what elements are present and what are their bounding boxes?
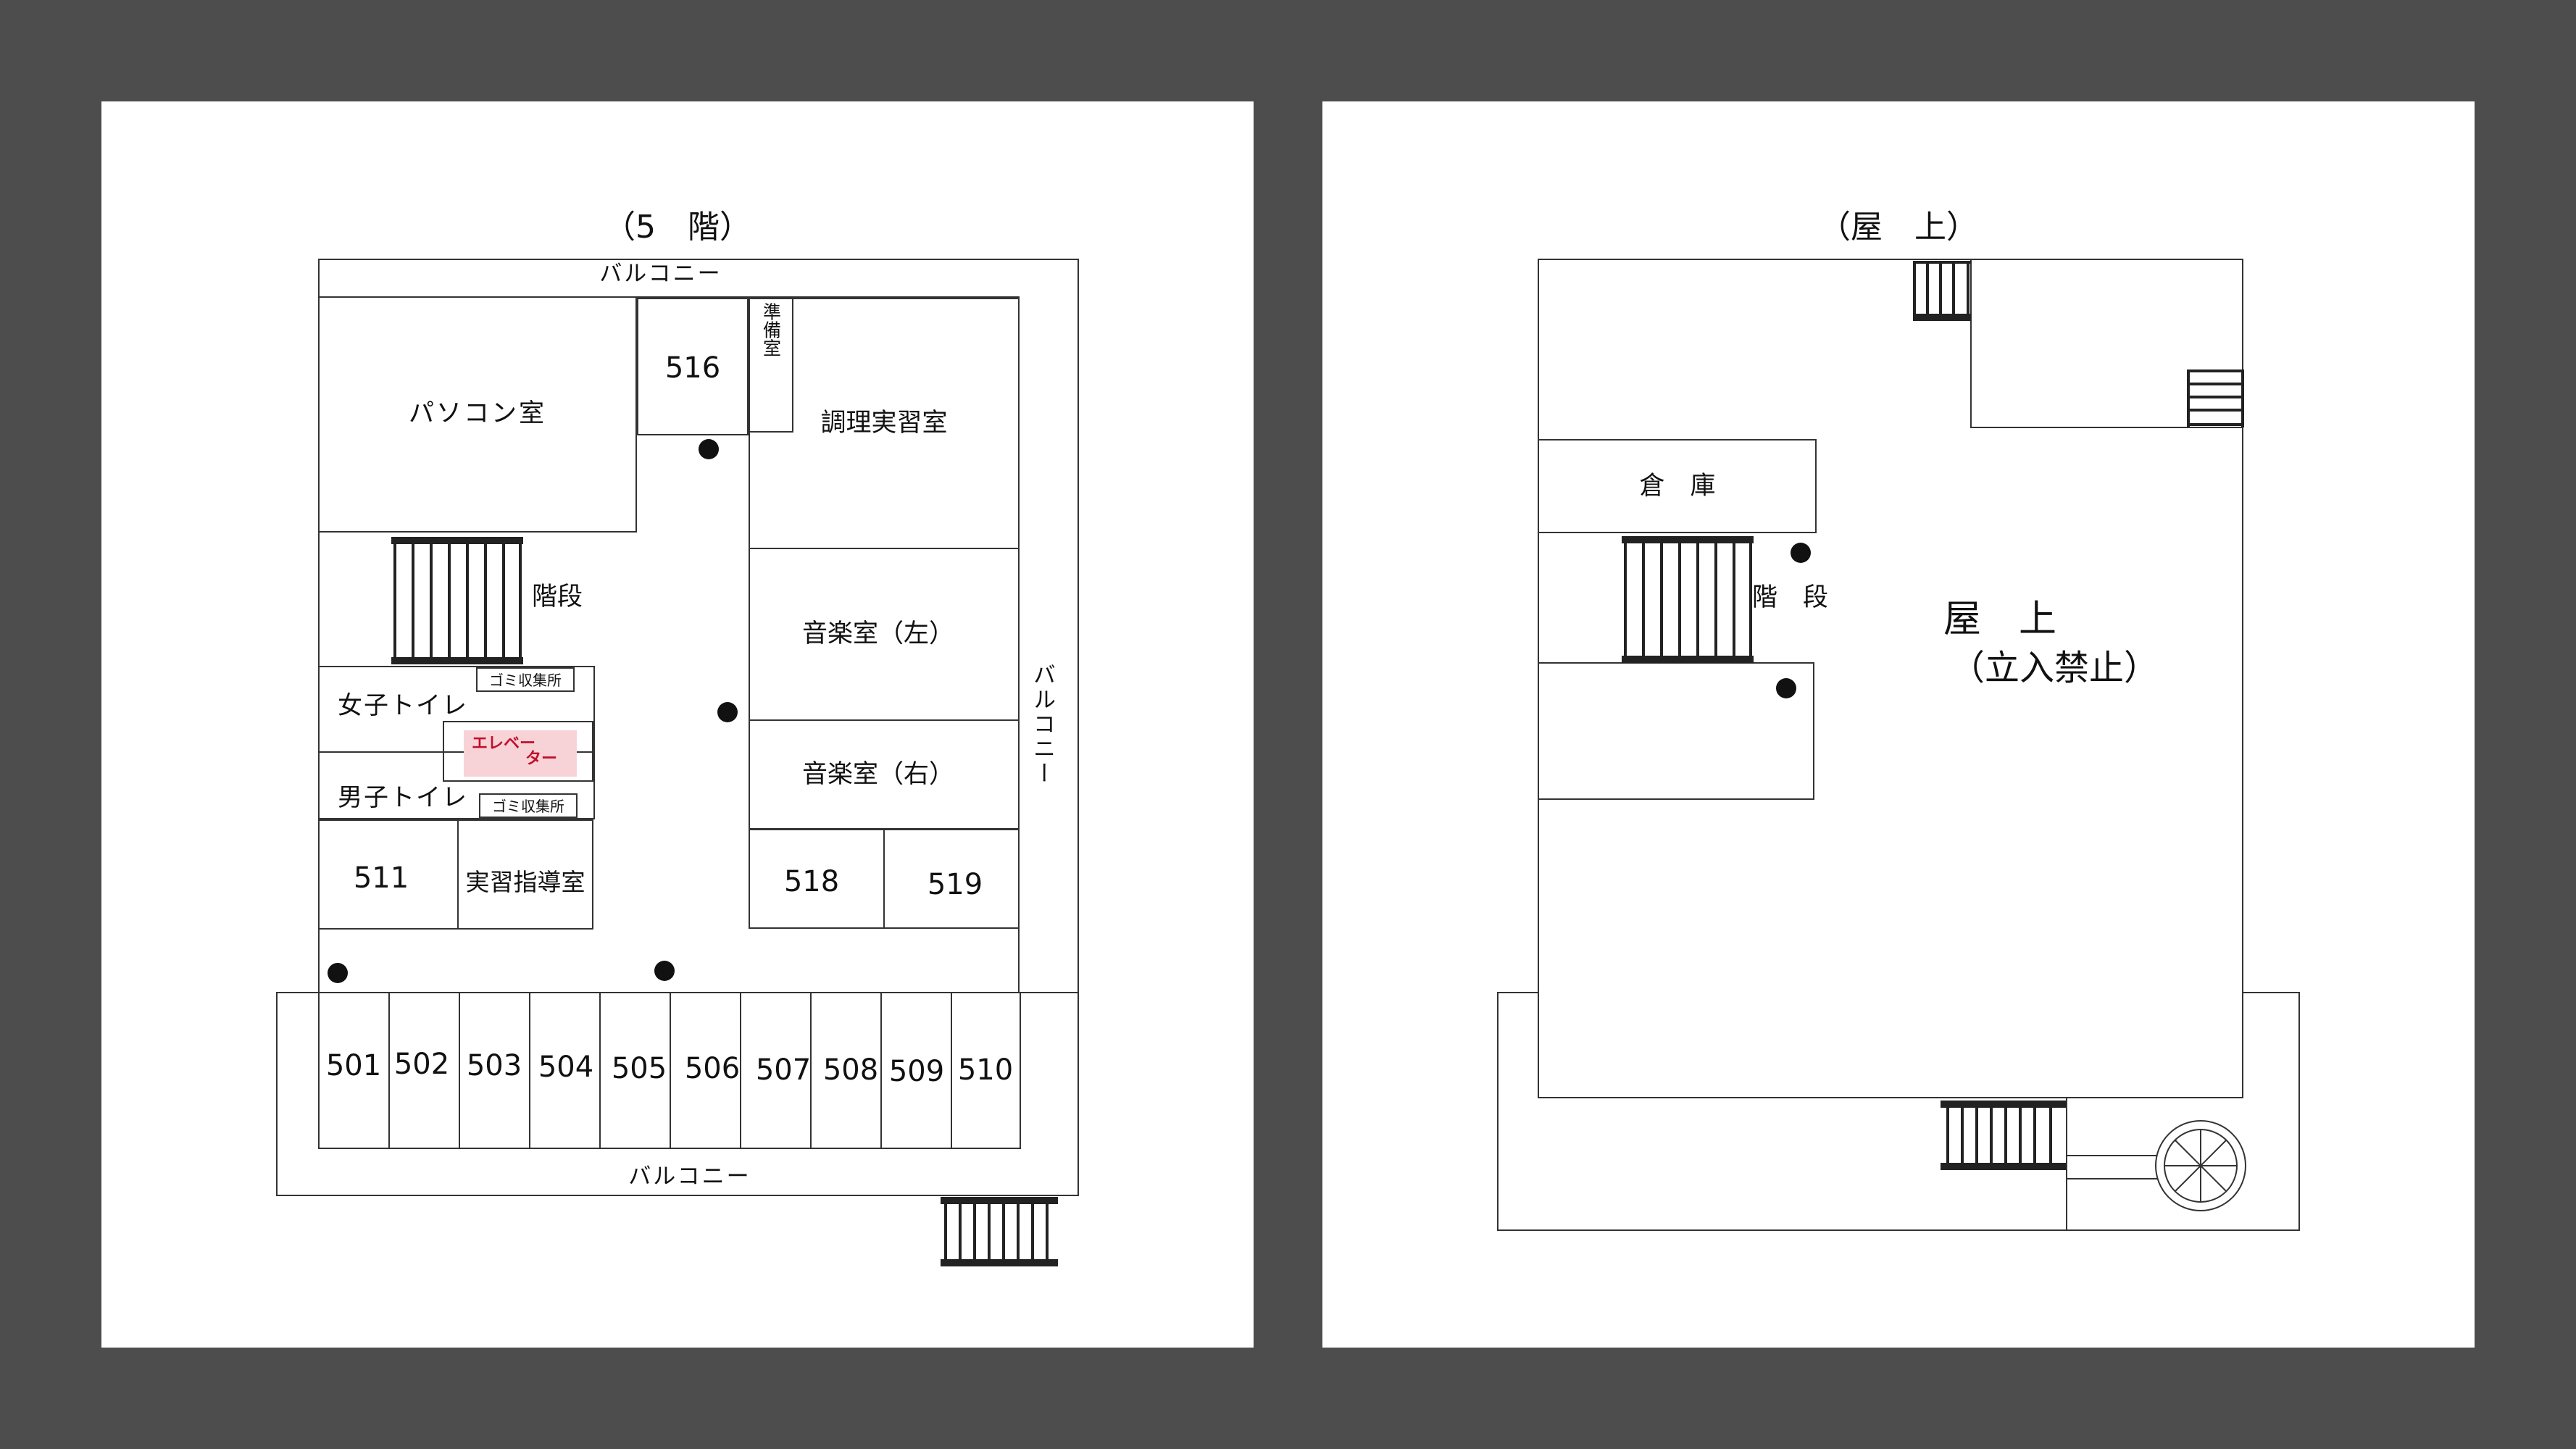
pillar (699, 439, 719, 459)
storage-room (1538, 439, 1817, 533)
no-entry-label: （立入禁止） (1950, 648, 2159, 688)
classroom-label: 510 (958, 1053, 1013, 1087)
mens-toilet (318, 751, 595, 819)
stairs-5f-label: 階段 (532, 582, 583, 611)
classroom-label: 501 (326, 1049, 381, 1082)
floor5-plan: （5 階） バルコニー バルコニー バルコニー パソコン室 516 準備室 調理… (276, 209, 1079, 1266)
rooftop-main (1538, 259, 2243, 1098)
music-room-left-label: 音楽室（左） (802, 619, 954, 648)
mens-toilet-label: 男子トイレ (338, 783, 468, 812)
stairs-rooftop-label: 階 段 (1752, 583, 1828, 612)
rooftop-title: （屋 上） (1819, 209, 1978, 246)
room-516-label: 516 (665, 351, 720, 385)
pillar (1776, 678, 1796, 698)
rooftop-label: 屋 上 (1943, 598, 2056, 641)
exterior-stairs-5f (941, 1197, 1058, 1266)
pc-room (318, 296, 637, 533)
classroom-label: 502 (394, 1048, 449, 1081)
balcony-bottom-label: バルコニー (628, 1164, 751, 1190)
garbage-area-1 (476, 667, 575, 692)
pillar (654, 961, 675, 981)
music-room-right-label: 音楽室（右） (802, 760, 954, 789)
storage-label: 倉 庫 (1639, 472, 1715, 501)
room-519 (883, 829, 1020, 929)
stairs-rooftop (1622, 536, 1754, 663)
classroom-label: 503 (467, 1049, 522, 1082)
classroom-label: 505 (612, 1052, 667, 1085)
practice-guidance-room (457, 819, 593, 930)
elevator-shaft (443, 721, 593, 782)
balcony-top-label: バルコニー (599, 261, 722, 287)
classroom-label: 507 (756, 1053, 811, 1087)
floor5-title: （5 階） (604, 209, 751, 246)
room-516 (637, 298, 749, 435)
classroom-label: 509 (889, 1055, 944, 1088)
garbage-area-1-label: ゴミ収集所 (489, 672, 562, 689)
pillar (717, 702, 738, 722)
prep-room-label: 準備室 (761, 303, 782, 357)
room-518-label: 518 (784, 865, 839, 898)
stairs-5f (391, 537, 523, 664)
rooftop-upper-block (1970, 259, 2243, 428)
elevator (464, 730, 577, 777)
pillar (328, 963, 348, 983)
cooking-room-label: 調理実習室 (820, 409, 947, 438)
womens-toilet-label: 女子トイレ (338, 691, 468, 720)
elevator-label-1: エレベー (472, 735, 535, 753)
spiral-stair-icon (2155, 1120, 2246, 1211)
balcony-right-label: バルコニー (1029, 663, 1055, 786)
practice-guidance-label: 実習指導室 (466, 868, 585, 896)
pillar (1791, 543, 1811, 563)
room-519-label: 519 (928, 868, 983, 901)
rooftop-plan: （屋 上） 倉 庫 階 段 屋 上 （立入禁止） (1497, 209, 2300, 1231)
classroom-row (318, 992, 1021, 1149)
elevator-label-2: ター (525, 750, 557, 768)
classroom-label: 504 (538, 1051, 593, 1084)
pc-room-label: パソコン室 (409, 399, 546, 428)
classroom-label: 506 (685, 1052, 740, 1085)
garbage-area-2-label: ゴミ収集所 (492, 798, 564, 815)
classroom-label: 508 (823, 1053, 878, 1087)
stairs-rooftop-bottom (1941, 1101, 2067, 1170)
stairs-top-small (1913, 261, 1971, 321)
walkway (2066, 1155, 2160, 1179)
garbage-area-2 (479, 793, 578, 818)
stairs-right-small (2187, 369, 2244, 427)
room-511-label: 511 (354, 861, 409, 895)
